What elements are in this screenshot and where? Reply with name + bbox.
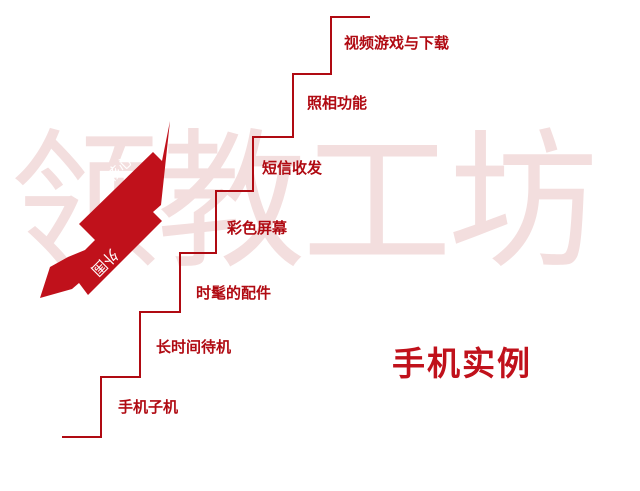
- core-periphery-arrow: 核心 外围: [40, 121, 170, 298]
- double-arrow-shape: [40, 121, 170, 298]
- staircase-line: [62, 16, 370, 438]
- step-label-1: 手机子机: [118, 398, 179, 416]
- step-label-2: 长时间待机: [156, 338, 232, 356]
- title-text: 手机实例: [392, 344, 532, 383]
- step-label-4: 彩色屏幕: [227, 219, 288, 237]
- step-label-6: 照相功能: [307, 94, 368, 112]
- step-label-7: 视频游戏与下载: [344, 34, 450, 52]
- step-label-5: 短信收发: [262, 159, 323, 177]
- step-label-3: 时髦的配件: [196, 284, 272, 302]
